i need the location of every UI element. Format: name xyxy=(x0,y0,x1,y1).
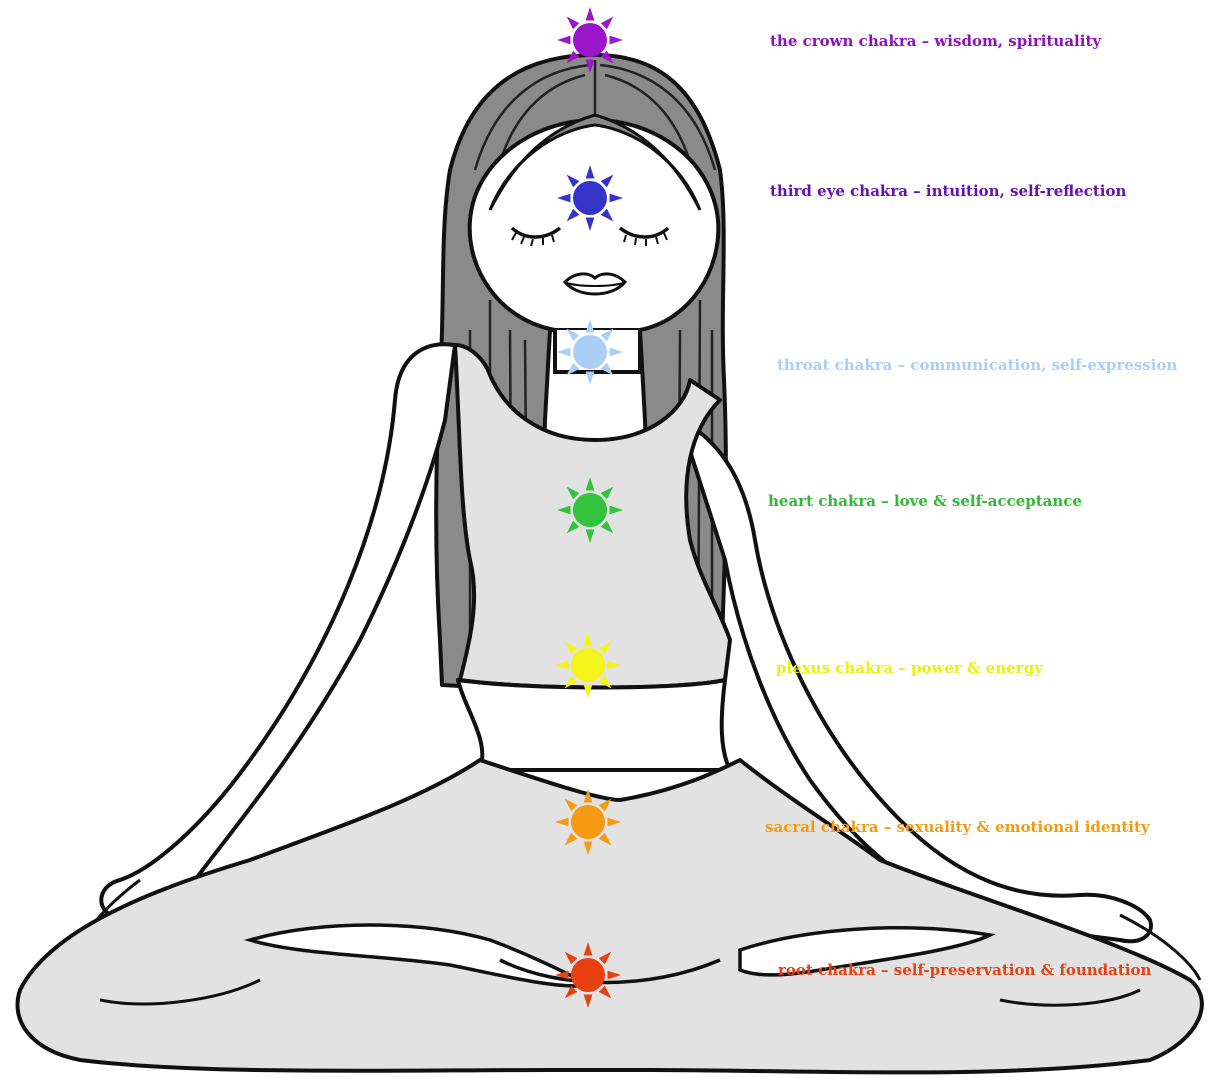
chakra-sun-heart xyxy=(557,477,623,543)
tank-top xyxy=(455,345,730,770)
chakra-sun-crown xyxy=(557,7,623,73)
chakra-label-root: root chakra – self-preservation & founda… xyxy=(778,963,1151,978)
chakra-sun-root xyxy=(555,942,621,1008)
chakra-label-throat: throat chakra – communication, self-expr… xyxy=(777,358,1177,373)
chakra-label-plexus: plexus chakra – power & energy xyxy=(776,661,1043,676)
chakra-label-sacral: sacral chakra – sexuality & emotional id… xyxy=(765,820,1150,835)
chakra-label-heart: heart chakra – love & self-acceptance xyxy=(768,494,1082,509)
chakra-sun-sacral xyxy=(555,789,621,855)
chakra-sun-throat xyxy=(557,319,623,385)
legs xyxy=(18,760,1202,1073)
chakra-label-crown: the crown chakra – wisdom, spirituality xyxy=(770,34,1101,49)
chakra-sun-third-eye xyxy=(557,165,623,231)
chakra-sun-plexus xyxy=(555,632,621,698)
chakra-label-third-eye: third eye chakra – intuition, self-refle… xyxy=(770,184,1126,199)
